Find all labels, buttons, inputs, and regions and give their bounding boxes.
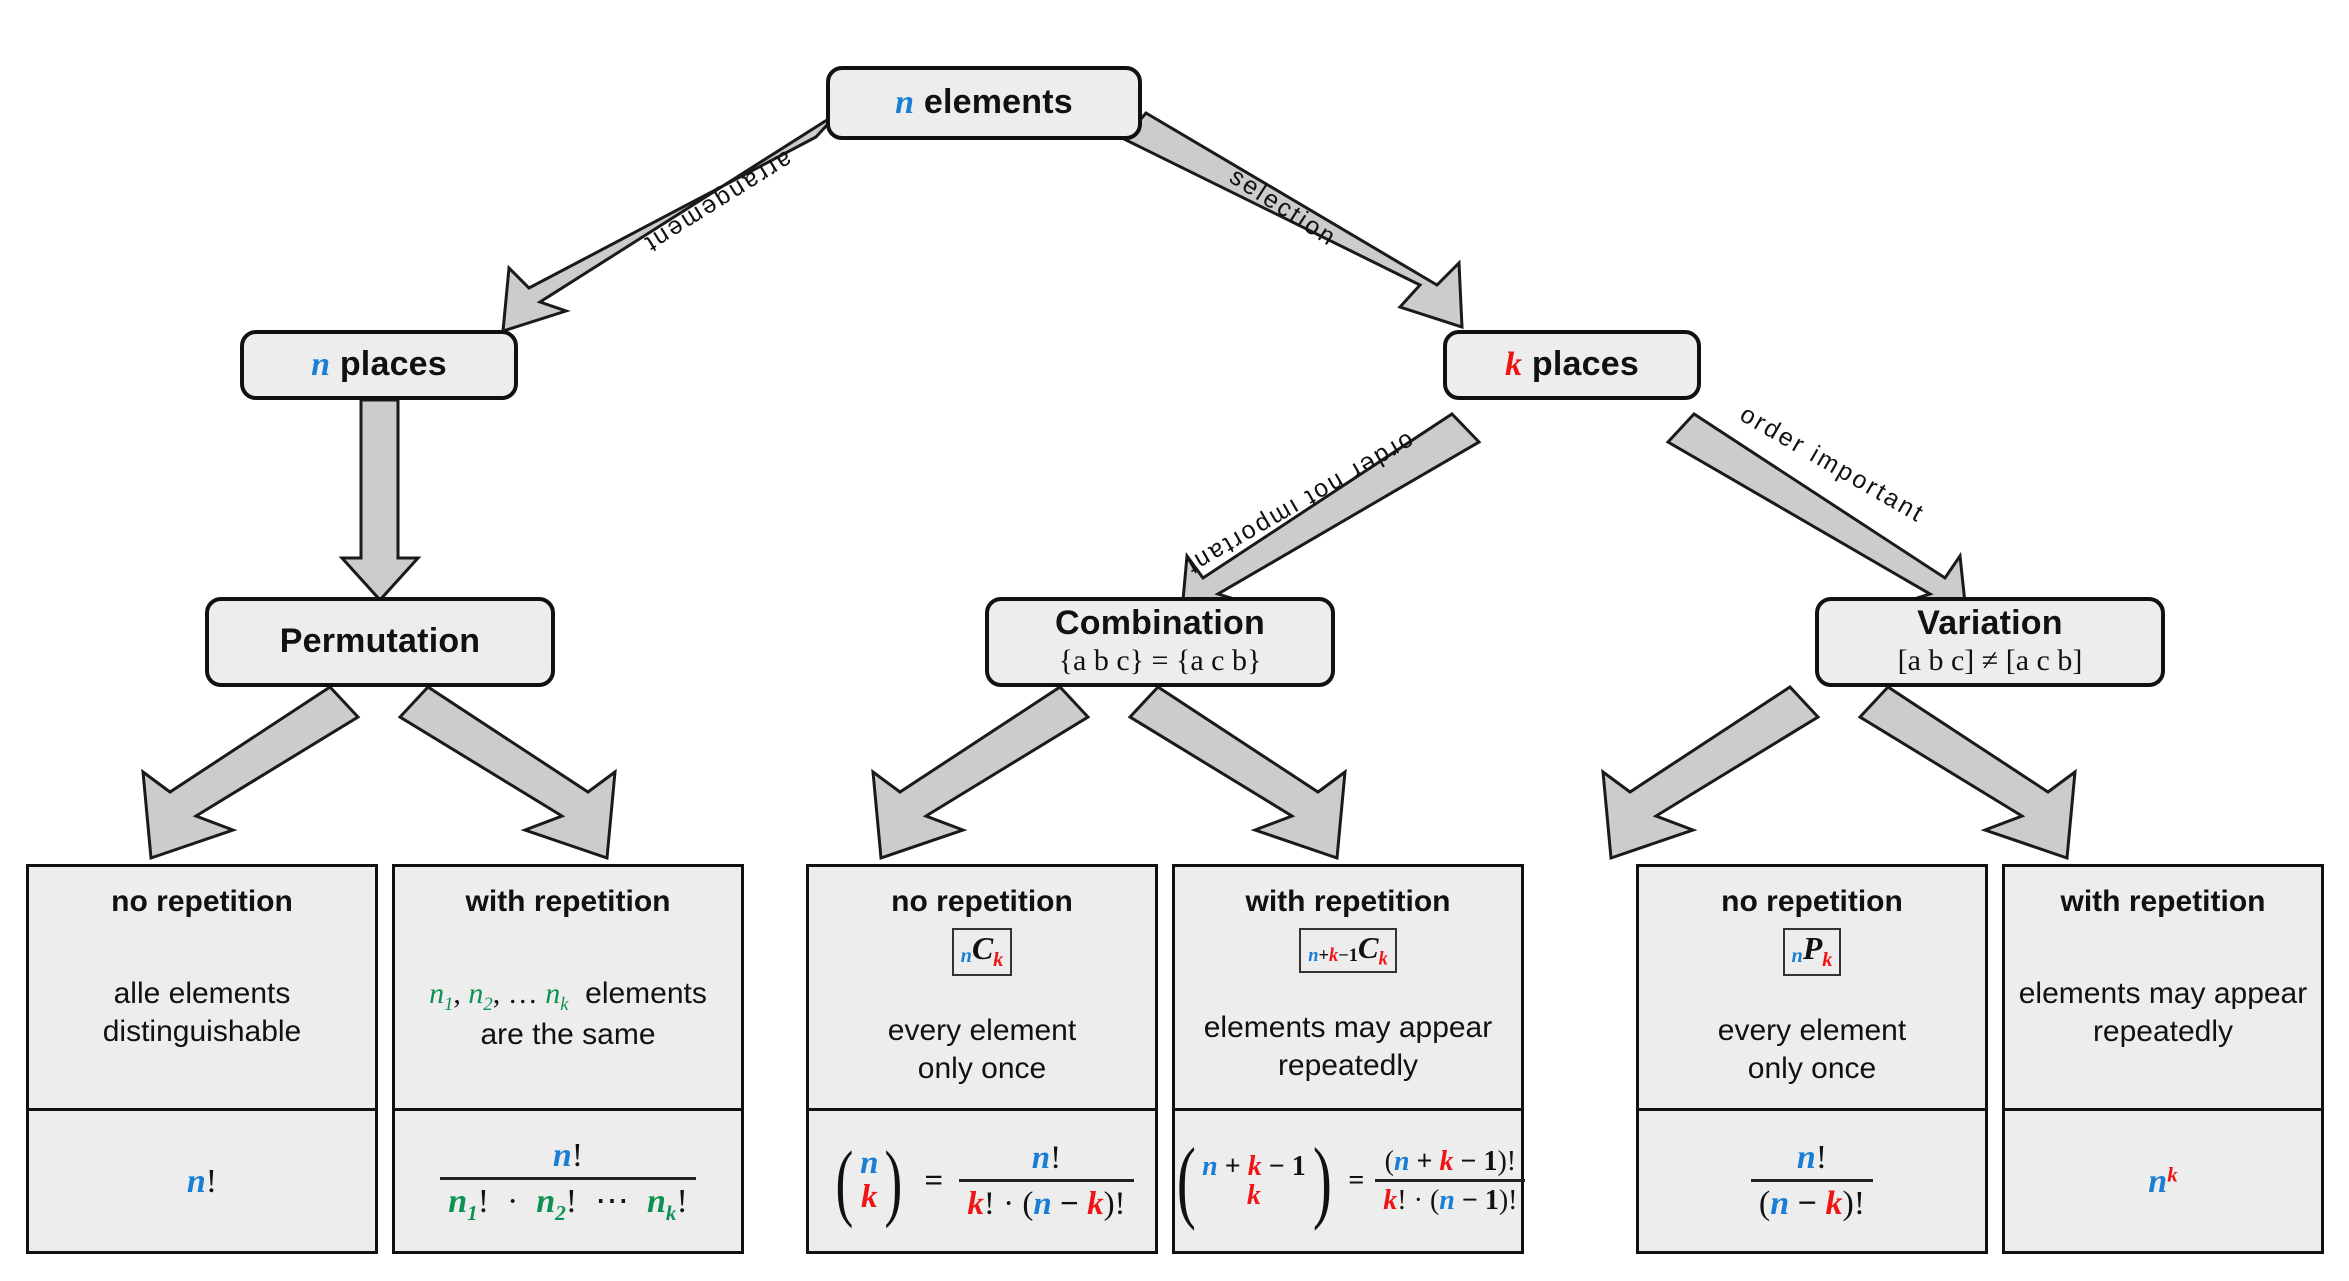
leaf-combination-with-repetition[interactable]: with repetition n+k−1Ck elements may app… (1172, 864, 1526, 1254)
leaf-description-line2: only once (917, 1051, 1047, 1085)
arrow-n-places-to-permutation (338, 398, 422, 603)
leaf-body: no repetition alle elements distinguisha… (29, 867, 375, 1111)
leaf-formula: ( n k ) = n! k! · (n − k)! (809, 1111, 1155, 1251)
leaf-description-line2: repeatedly (1277, 1048, 1419, 1082)
leaf-permutation-no-repetition[interactable]: no repetition alle elements distinguisha… (26, 864, 378, 1254)
edge-label-arrangement: arrangement (638, 145, 798, 260)
leaf-heading: with repetition (1245, 885, 1451, 918)
arrow-variation-to-with-repetition (1857, 685, 2077, 861)
leaf-description-line1: alle elements (113, 977, 291, 1010)
node-variation[interactable]: Variation [a b c] ≠ [a c b] (1815, 597, 2165, 687)
leaf-heading: no repetition (891, 885, 1073, 918)
leaf-body: with repetition n+k−1Ck elements may app… (1175, 867, 1521, 1111)
leaf-variation-no-repetition[interactable]: no repetition nPk every element only onc… (1636, 864, 1988, 1254)
node-n-elements-text: elements (923, 83, 1073, 122)
leaf-description-line1: n1, n2, … nk elements (429, 977, 707, 1015)
leaf-description-line2: only once (1747, 1051, 1877, 1085)
leaf-formula: n! (186, 1162, 218, 1200)
arrow-combination-to-no-repetition (871, 685, 1091, 861)
leaf-description-line2: distinguishable (102, 1014, 302, 1048)
leaf-description-line1: every element (1717, 1014, 1907, 1048)
edge-label-order-not-important: order not important (1179, 426, 1420, 582)
leaf-description: every element only once (888, 1012, 1076, 1087)
arrow-permutation-to-with-repetition (397, 685, 617, 861)
node-combination-subtitle: {a b c} = {a c b} (1058, 643, 1262, 677)
leaf-heading: no repetition (111, 885, 293, 918)
leaf-notation-npkm1Ck: n+k−1Ck (1299, 928, 1397, 974)
leaf-description-line1: every element (887, 1014, 1077, 1048)
leaf-permutation-with-repetition[interactable]: with repetition n1, n2, … nk elements ar… (392, 864, 744, 1254)
node-k-places-text: places (1531, 345, 1639, 384)
node-n-places[interactable]: n places (240, 330, 518, 400)
leaf-description: n1, n2, … nk elements are the same (429, 975, 707, 1054)
binomial-n-choose-k: ( n k ) (835, 1132, 903, 1229)
node-combination-title: Combination (1055, 604, 1265, 643)
leaf-description-line2: repeatedly (2092, 1014, 2234, 1048)
leaf-description-line2: are the same (480, 1018, 656, 1052)
edge-label-selection: selection (1224, 162, 1343, 253)
leaf-variation-with-repetition[interactable]: with repetition elements may appear repe… (2002, 864, 2324, 1254)
node-k-places-label: k places (1505, 345, 1639, 384)
leaf-description: every element only once (1718, 1012, 1906, 1087)
variable-k: k (1505, 346, 1523, 384)
leaf-formula: n! n1! · n2! ⋯ nk! (395, 1111, 741, 1251)
leaf-notation-nPk: nPk (1782, 928, 1842, 977)
leaf-body: no repetition nCk every element only onc… (809, 867, 1155, 1111)
leaf-notation-nCk: nCk (951, 928, 1013, 977)
arrow-variation-to-no-repetition (1601, 685, 1821, 861)
arrow-combination-to-with-repetition (1127, 685, 1347, 861)
variable-n: n (311, 346, 331, 384)
binomial-n-plus-k-minus-1-choose-k: ( n + k − 1 k ) (1176, 1129, 1332, 1232)
leaf-formula: nk (2148, 1161, 2178, 1200)
leaf-heading: with repetition (2060, 885, 2266, 918)
node-n-elements-label: n elements (895, 83, 1073, 122)
leaf-combination-no-repetition[interactable]: no repetition nCk every element only onc… (806, 864, 1158, 1254)
leaf-description: elements may appear repeatedly (1204, 1009, 1493, 1084)
leaf-heading: with repetition (465, 885, 671, 918)
leaf-description-line1: elements may appear (1203, 1011, 1493, 1045)
leaf-body: no repetition nPk every element only onc… (1639, 867, 1985, 1111)
arrow-k-places-to-combination (1179, 412, 1482, 625)
leaf-description: alle elements distinguishable (103, 975, 301, 1050)
leaf-heading: no repetition (1721, 885, 1903, 918)
variable-n: n (895, 84, 915, 122)
node-n-places-label: n places (311, 345, 447, 384)
leaf-formula: ( n + k − 1 k ) = (n + k − 1)! k! · (n −… (1175, 1111, 1526, 1251)
node-k-places[interactable]: k places (1443, 330, 1701, 400)
leaf-description: elements may appear repeatedly (2019, 975, 2308, 1050)
node-n-places-text: places (339, 345, 447, 384)
arrow-permutation-to-no-repetition (141, 685, 361, 861)
node-variation-subtitle: [a b c] ≠ [a c b] (1897, 643, 2083, 677)
edge-label-order-important: order important (1735, 399, 1930, 529)
node-permutation-title: Permutation (279, 622, 481, 661)
leaf-description-line1: elements may appear (2018, 977, 2308, 1010)
leaf-body: with repetition n1, n2, … nk elements ar… (395, 867, 741, 1111)
node-variation-title: Variation (1917, 604, 2063, 643)
leaf-formula: n! (n − k)! (1639, 1111, 1985, 1251)
node-combination[interactable]: Combination {a b c} = {a c b} (985, 597, 1335, 687)
node-n-elements[interactable]: n elements (826, 66, 1142, 140)
leaf-body: with repetition elements may appear repe… (2005, 867, 2321, 1111)
node-permutation[interactable]: Permutation (205, 597, 555, 687)
